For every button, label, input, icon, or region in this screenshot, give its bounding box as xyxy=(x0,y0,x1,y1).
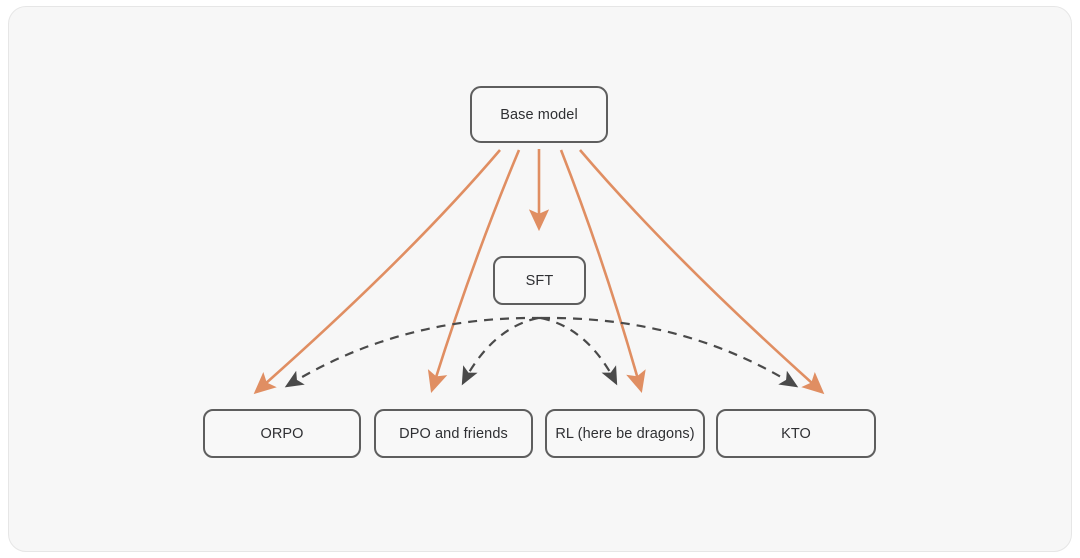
node-kto-label: KTO xyxy=(781,425,811,442)
node-sft[interactable]: SFT xyxy=(493,256,586,305)
node-sft-label: SFT xyxy=(525,272,554,289)
node-rl[interactable]: RL (here be dragons) xyxy=(545,409,705,458)
edge-group-solid xyxy=(253,149,825,395)
edge-sft-to-kto xyxy=(540,316,799,388)
edge-sft-to-orpo xyxy=(284,316,542,388)
edge-sft-to-rl xyxy=(540,316,618,386)
edge-base-to-dpo xyxy=(427,149,521,393)
edge-base-to-orpo xyxy=(253,149,501,395)
edge-group-dashed xyxy=(284,316,799,388)
node-base-model[interactable]: Base model xyxy=(470,86,608,143)
node-kto[interactable]: KTO xyxy=(716,409,876,458)
node-dpo-and-friends-label: DPO and friends xyxy=(399,425,508,442)
node-orpo-label: ORPO xyxy=(260,425,304,442)
edge-sft-to-dpo xyxy=(461,316,539,386)
node-base-model-label: Base model xyxy=(500,106,578,123)
node-orpo[interactable]: ORPO xyxy=(203,409,361,458)
node-dpo-and-friends[interactable]: DPO and friends xyxy=(374,409,533,458)
edge-base-to-rl xyxy=(559,149,646,394)
edge-base-to-kto xyxy=(579,149,825,395)
node-rl-label: RL (here be dragons) xyxy=(555,425,695,442)
